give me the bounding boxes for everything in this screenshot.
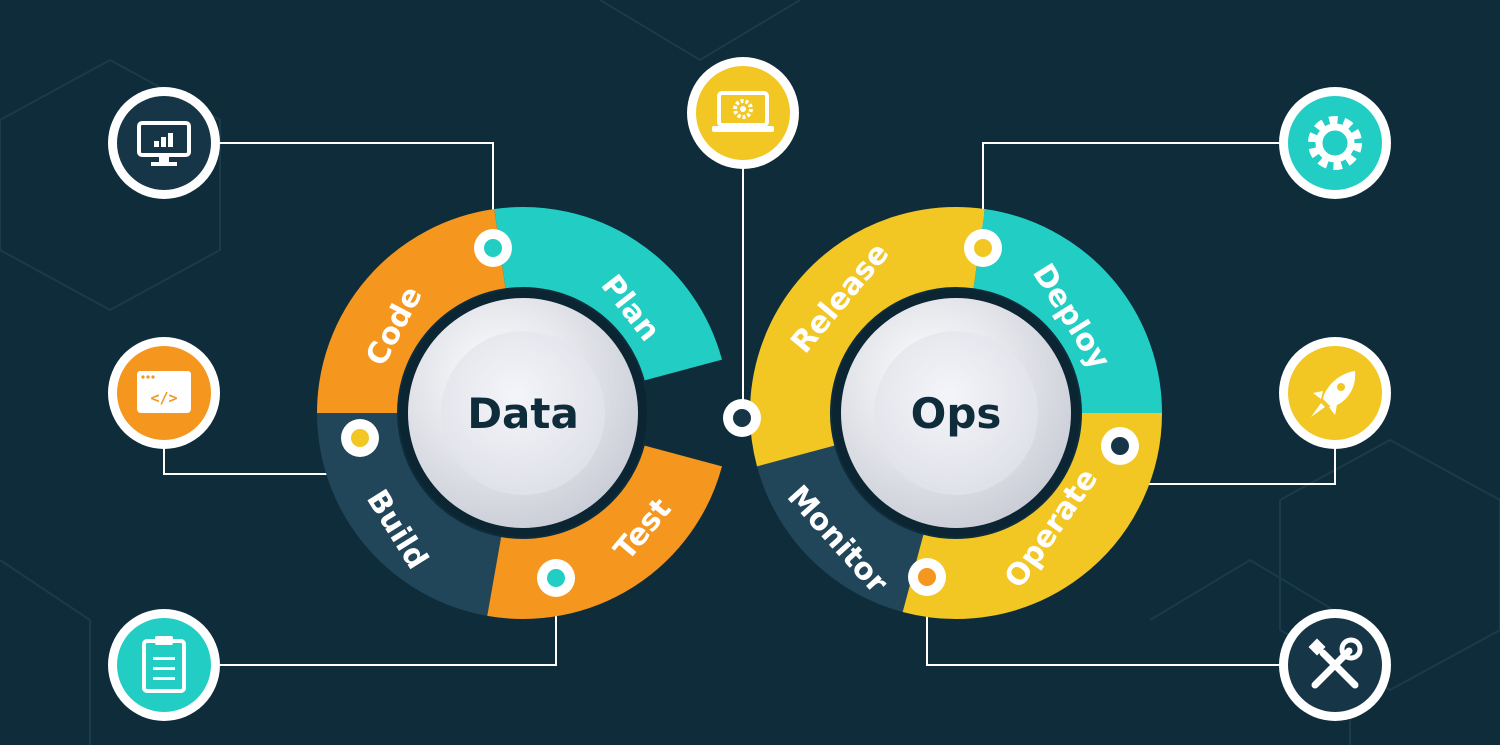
- connector-dot-center: [1111, 437, 1129, 455]
- connector-dot-center: [547, 569, 565, 587]
- clipboard-badge: [108, 609, 220, 721]
- monitor-chart-icon: [137, 121, 191, 166]
- code-window-icon: </>: [137, 371, 191, 413]
- center-ops: Ops: [832, 289, 1080, 537]
- tools-badge: [1279, 609, 1391, 721]
- laptop-gear-icon: [712, 91, 774, 132]
- center-label-data: Data: [467, 389, 579, 438]
- connector-dot-center: [918, 568, 936, 586]
- connector-dot-center: [974, 239, 992, 257]
- code-window-badge: </>: [108, 337, 220, 449]
- center-label-ops: Ops: [911, 389, 1002, 438]
- gear-icon: [1308, 116, 1362, 170]
- connector-dot-center: [484, 239, 502, 257]
- tools-icon: [1308, 637, 1363, 689]
- connector-dot-center: [733, 409, 751, 427]
- segment-code: [317, 209, 507, 415]
- monitor-chart-badge: [108, 87, 220, 199]
- segment-test: [487, 444, 722, 619]
- code-glyph: </>: [150, 389, 177, 407]
- connector-dot-center: [351, 429, 369, 447]
- rocket-icon: [1311, 371, 1356, 417]
- segment-release: [750, 207, 985, 467]
- connector-dots: [341, 229, 1139, 597]
- rocket-badge: [1279, 337, 1391, 449]
- laptop-gear-badge: [687, 57, 799, 169]
- gear-badge: [1279, 87, 1391, 199]
- clipboard-icon: [142, 636, 186, 693]
- segment-deploy: [972, 209, 1162, 415]
- segment-plan: [494, 207, 722, 382]
- center-data: Data: [399, 289, 647, 537]
